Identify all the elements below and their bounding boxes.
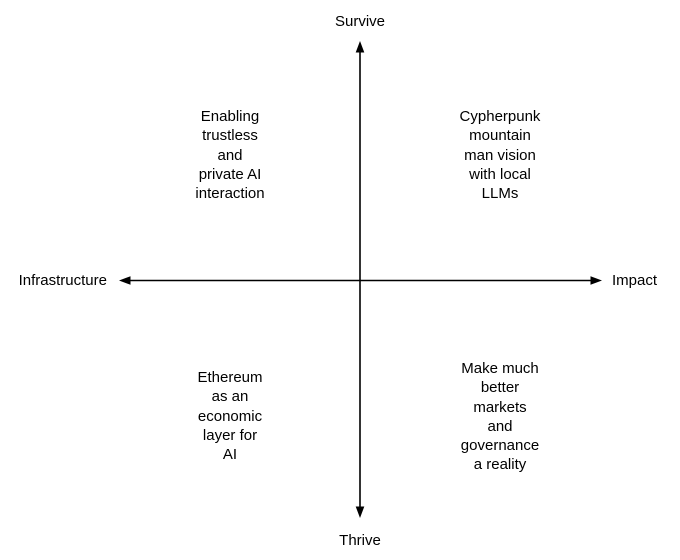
- arrowhead-down-icon: [355, 506, 365, 518]
- axis-label-infrastructure: Infrastructure: [18, 272, 107, 289]
- horizontal-axis: [119, 276, 602, 285]
- quadrant-text-top-left: Enabling trustless and private AI intera…: [195, 108, 265, 203]
- arrowhead-up-icon: [355, 41, 365, 53]
- arrowhead-right-icon: [590, 276, 602, 285]
- quadrant-text-bottom-left: Ethereum as an economic layer for AI: [197, 369, 263, 464]
- axis-label-thrive: Thrive: [339, 532, 381, 549]
- axis-label-survive: Survive: [334, 13, 386, 30]
- vertical-axis: [355, 41, 365, 518]
- quadrant-text-bottom-right: Make much better markets and governance …: [460, 360, 540, 474]
- quadrant-text-top-right: Cypherpunk mountain man vision with loca…: [459, 108, 541, 203]
- arrowhead-left-icon: [119, 276, 131, 285]
- axis-label-impact: Impact: [612, 272, 658, 289]
